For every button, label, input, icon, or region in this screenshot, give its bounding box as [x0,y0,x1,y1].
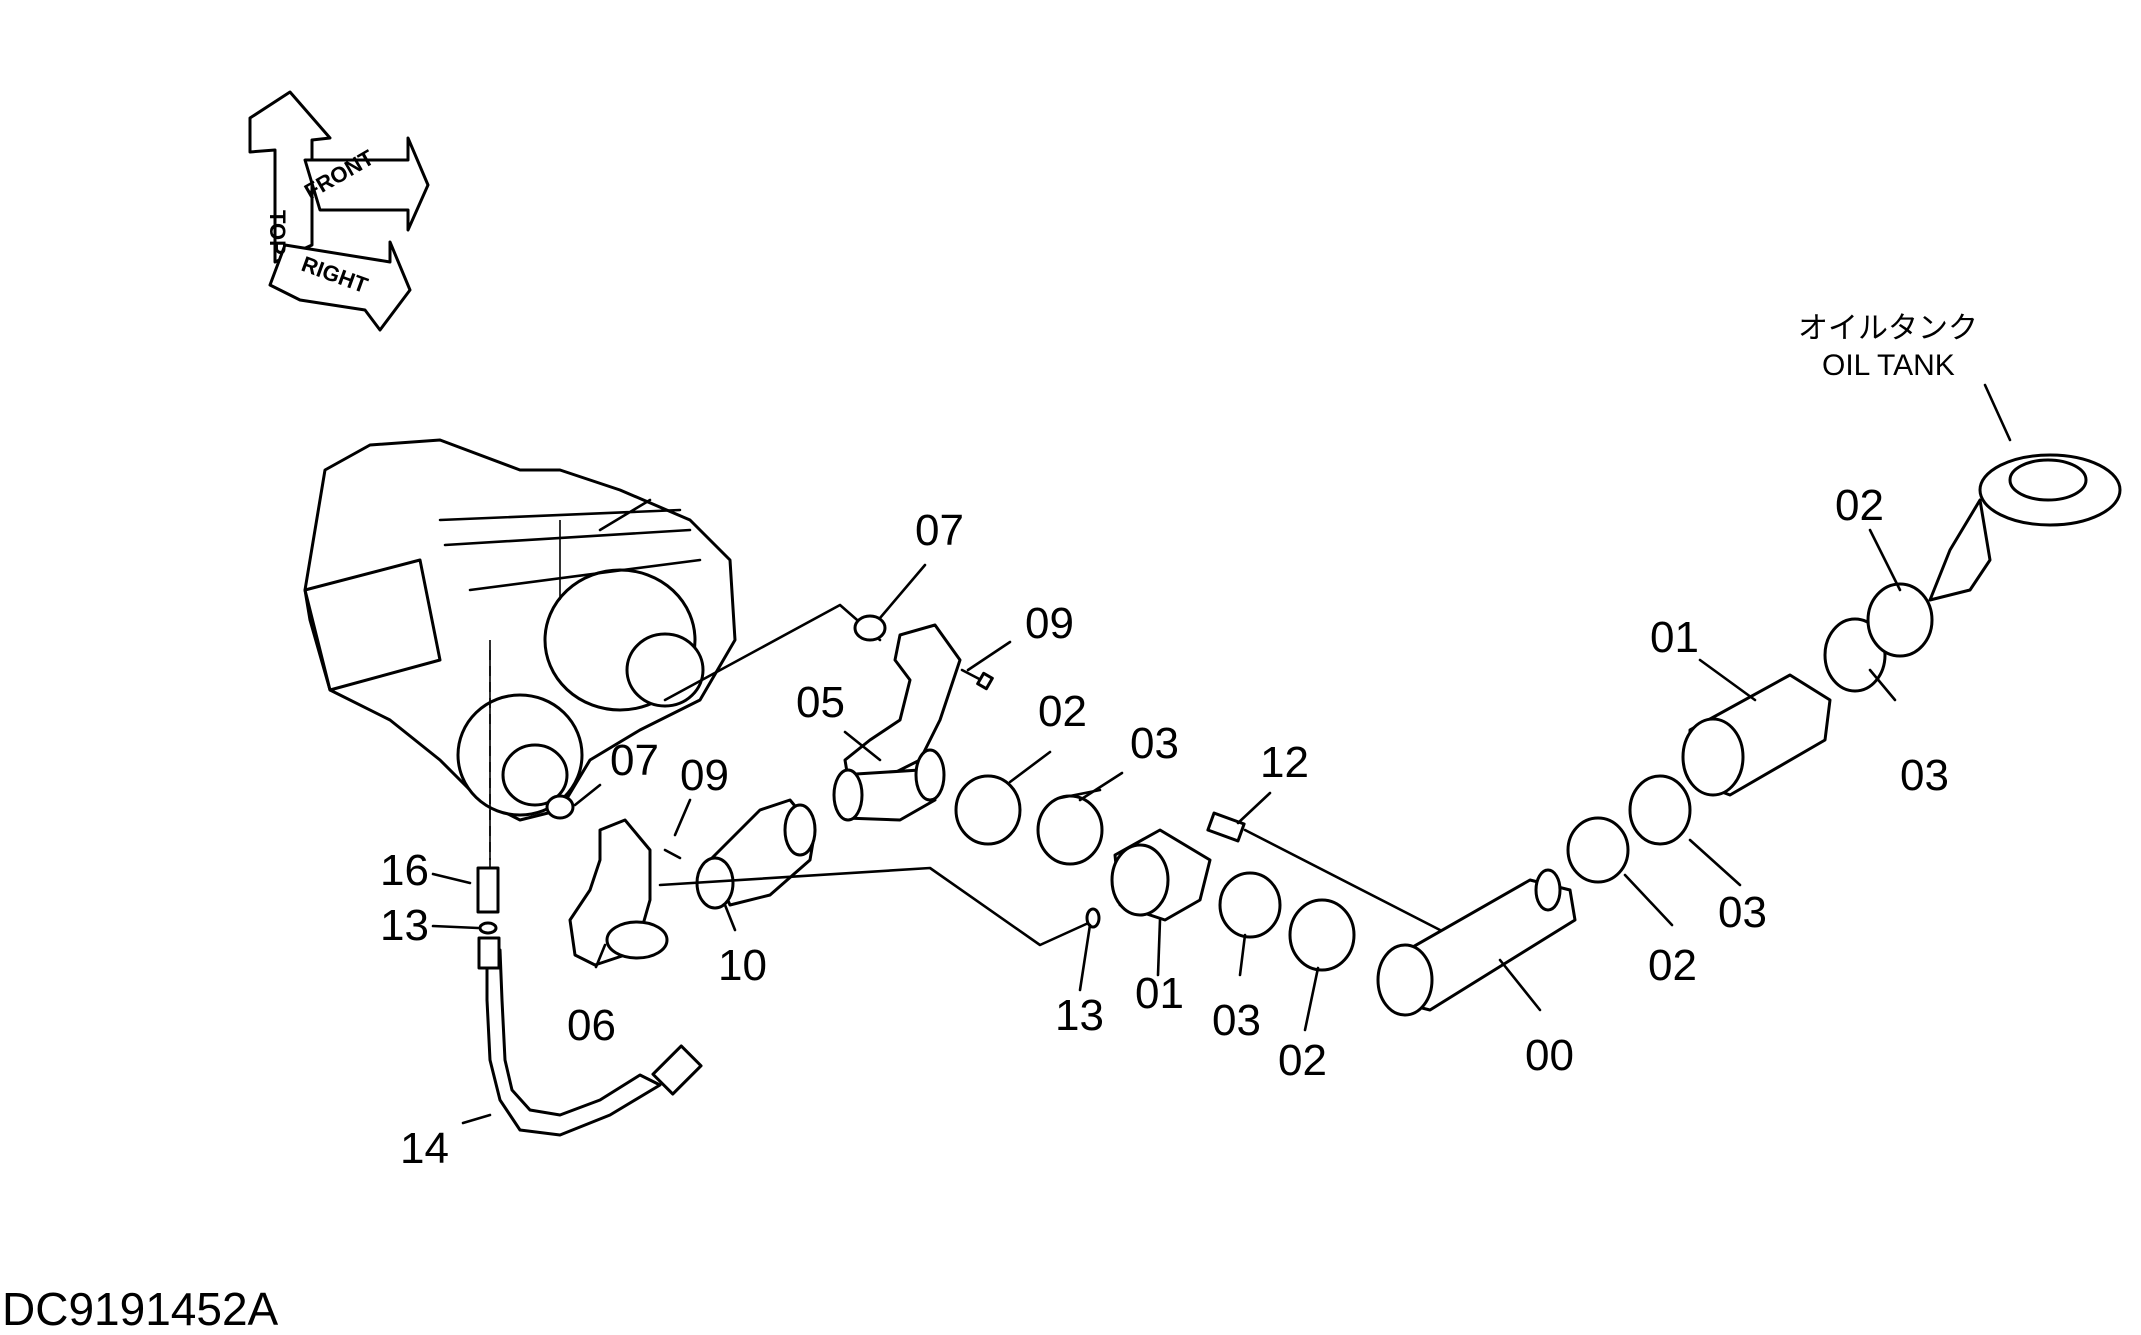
pipe-01-middle [1110,828,1212,922]
callout-07-upper: 07 [915,506,964,555]
elbow-pipe-06 [568,818,669,967]
callout-07-lower: 07 [610,736,659,785]
fitting-16 [476,866,500,914]
callout-13-left: 13 [380,901,429,950]
hose-clamp [1566,816,1630,884]
oil-tank-label-en: OIL TANK [1822,349,1955,382]
oil-tank-outlet [1928,453,2122,602]
top-label: TOP [265,210,290,255]
callout-01-middle: 01 [1135,969,1184,1018]
callout-02-upper-left: 02 [1038,687,1087,736]
pipe-01-right [1681,673,1832,797]
hose-clamp [1036,794,1104,866]
hose-14-line [658,866,1097,947]
callout-labels: 07 09 05 02 03 12 01 02 03 07 09 16 13 1… [380,481,1949,1173]
callout-02-right-top: 02 [1835,481,1884,530]
callout-09-lower: 09 [680,751,729,800]
o-ring-13 [478,921,498,935]
elbow-pipe-05 [832,623,962,822]
callout-00: 00 [1525,1031,1574,1080]
callout-12: 12 [1260,738,1309,787]
hose-clamp [1288,898,1356,972]
callout-03-middle: 03 [1212,996,1261,1045]
callout-03-right-top: 03 [1900,751,1949,800]
hose-clamp [1628,774,1692,846]
coupling-10 [695,798,817,910]
callout-06: 06 [567,1001,616,1050]
orientation-arrows: TOP FRONT RIGHT [248,90,430,332]
hose-clamp [1866,582,1934,658]
leader-lines [431,383,2012,1125]
hose-clamp [954,774,1022,846]
drawing-code: DC9191452A [2,1283,279,1335]
callout-02-middle: 02 [1278,1036,1327,1085]
hydraulic-pump-assembly [303,438,737,870]
callout-03-upper-left: 03 [1130,719,1179,768]
callout-09-upper: 09 [1025,599,1074,648]
callout-03-right-mid: 03 [1718,888,1767,937]
callout-02-right-mid: 02 [1648,941,1697,990]
callout-13-mid: 13 [1055,991,1104,1040]
callout-01-right: 01 [1650,613,1699,662]
o-ring-13 [1085,907,1101,929]
callout-16: 16 [380,846,429,895]
hose-clamp [1218,871,1282,939]
fitting-12 [1206,811,1246,843]
callout-10: 10 [718,941,767,990]
fitting [477,936,501,970]
callout-05: 05 [796,678,845,727]
oil-tank-label-jp: オイルタンク [1798,312,1978,345]
callout-14: 14 [400,1124,449,1173]
hose-clamp [1823,617,1887,693]
hose-14 [485,948,662,1137]
o-ring [545,794,575,820]
o-ring [853,614,887,642]
pipe-00 [1376,868,1577,1017]
